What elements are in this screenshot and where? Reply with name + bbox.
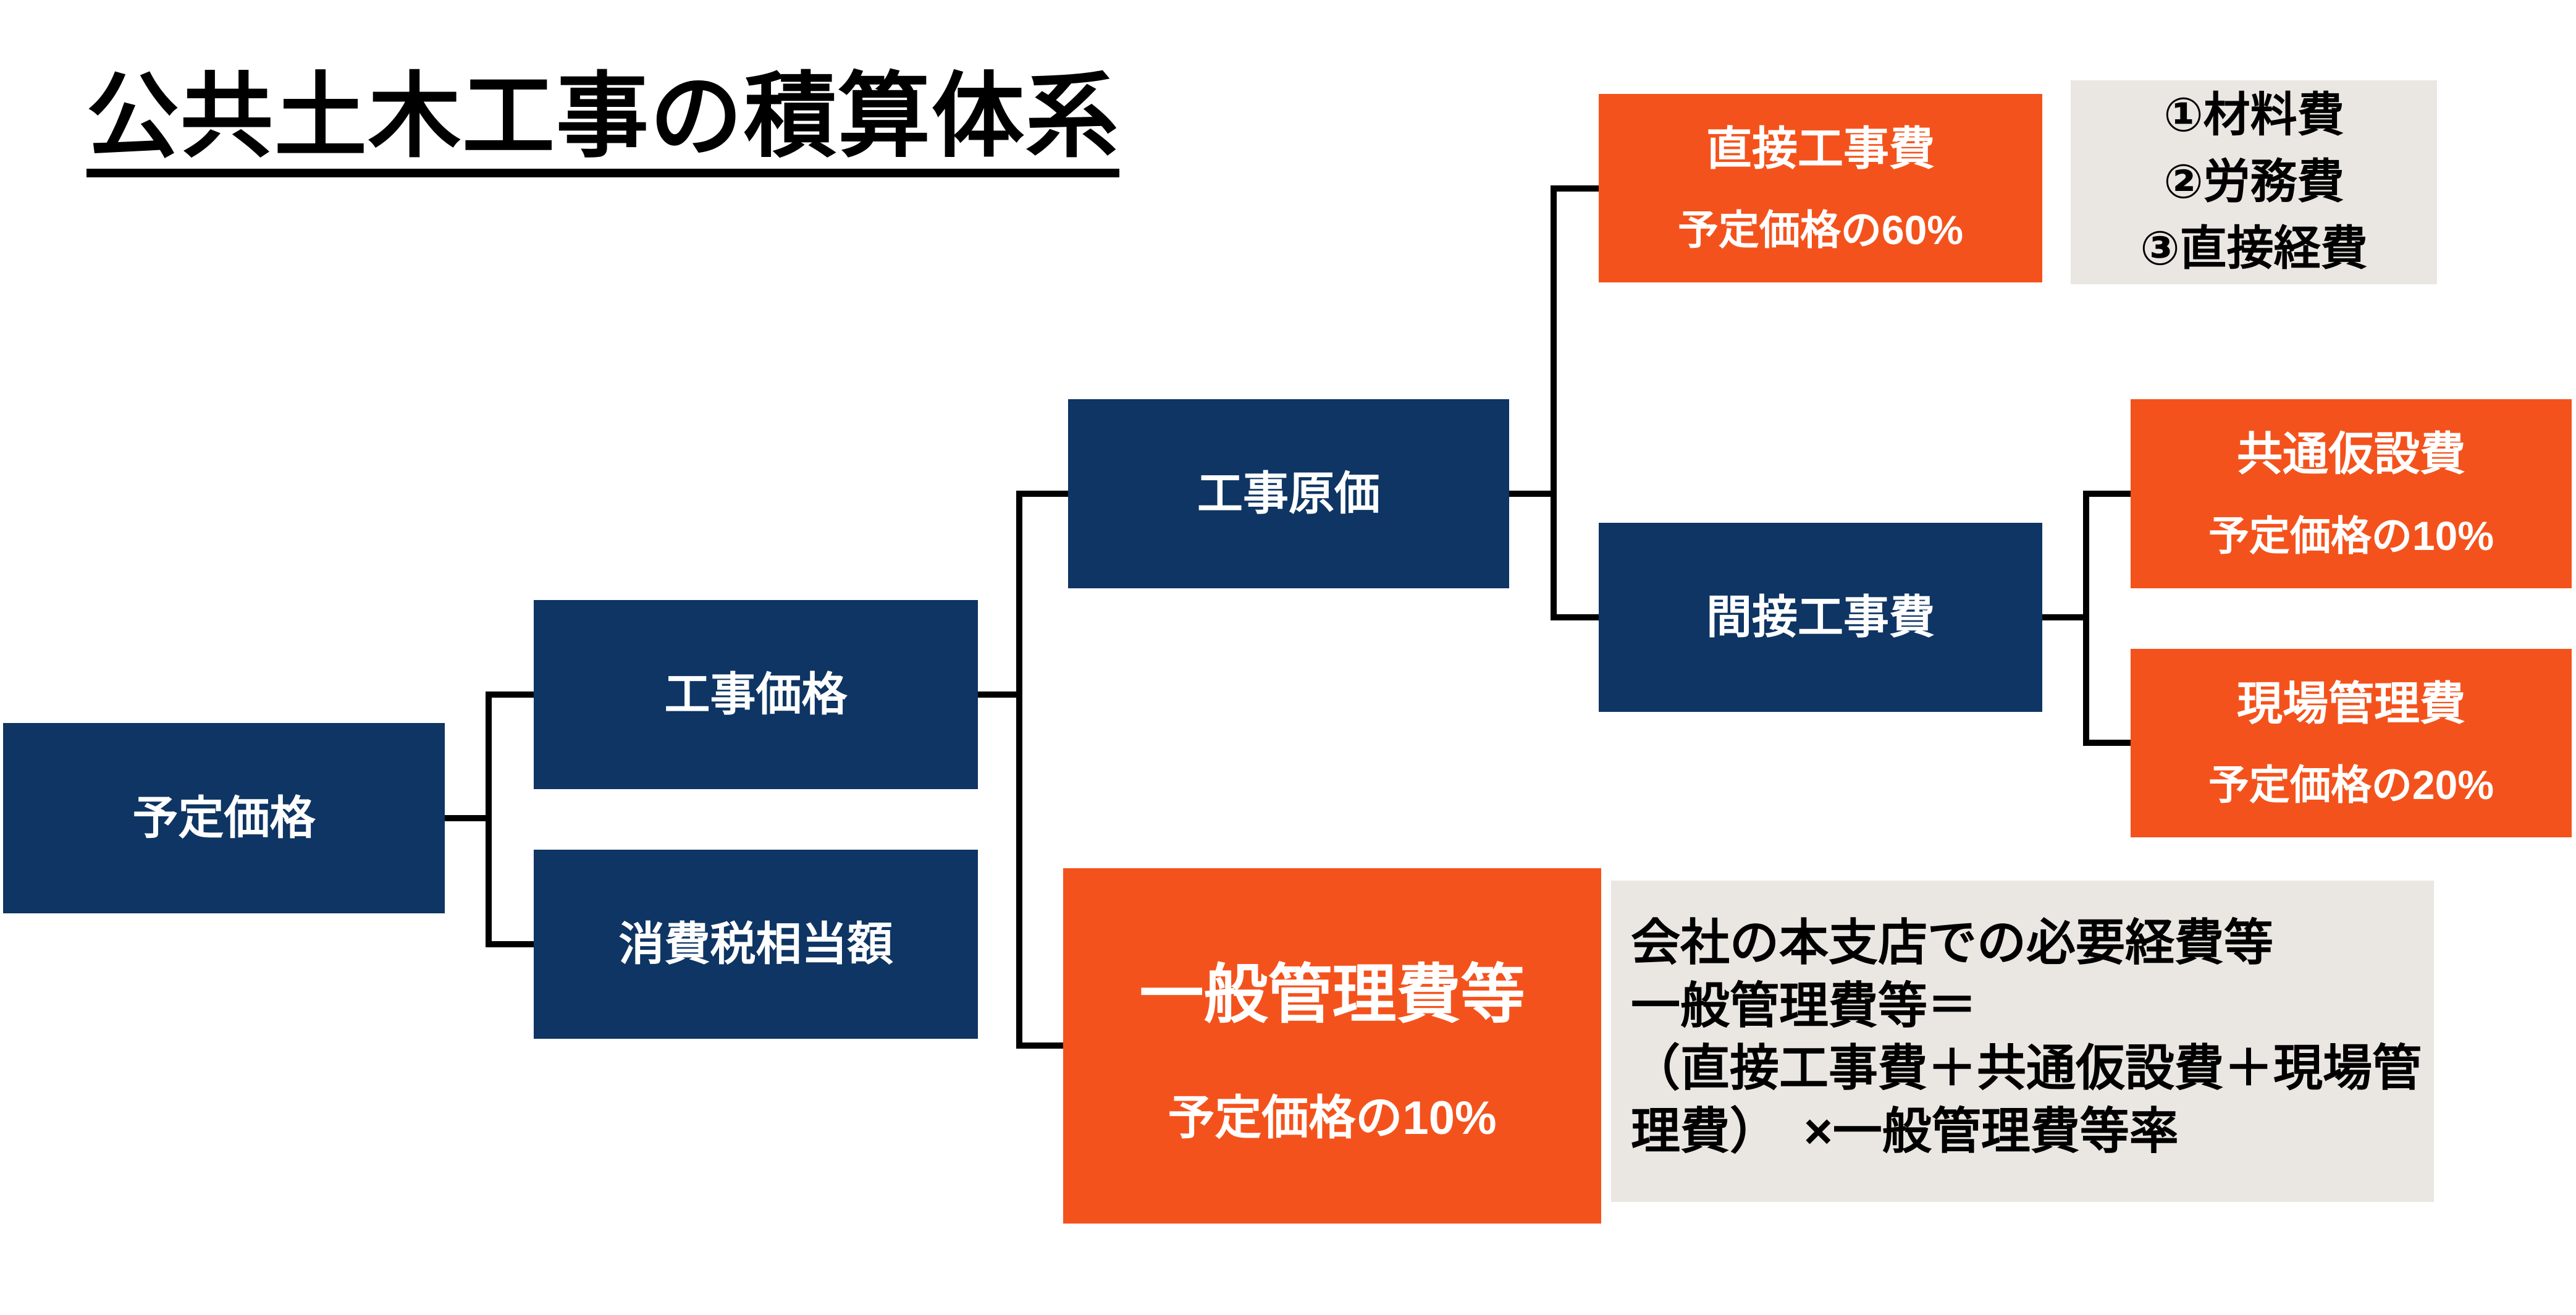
- node-consumption-tax-label: 消費税相当額: [618, 918, 893, 970]
- connector-a-arm-bottom: [486, 941, 534, 947]
- node-general-admin-cost-label: 一般管理費等: [1139, 959, 1525, 1031]
- node-general-admin-cost-ratio: 予定価格の10%: [1168, 1092, 1497, 1145]
- note-general-admin-explanation-line2: 一般管理費等＝: [1631, 978, 1977, 1033]
- connector-a-stub: [445, 815, 492, 821]
- node-construction-cost: 工事原価: [1068, 399, 1509, 588]
- connector-c-trunk: [1551, 185, 1557, 620]
- node-consumption-tax: 消費税相当額: [534, 850, 978, 1039]
- note-general-admin-explanation-line4: 理費） ×一般管理費等率: [1631, 1103, 2179, 1159]
- node-construction-price: 工事価格: [534, 600, 978, 789]
- node-indirect-construction-cost-label: 間接工事費: [1706, 591, 1935, 643]
- note-direct-cost-breakdown-line2: ②労務費: [2163, 156, 2344, 209]
- connector-d-stub: [2042, 614, 2089, 620]
- node-site-management-cost-ratio: 予定価格の20%: [2208, 762, 2494, 808]
- node-common-temporary-cost-label: 共通仮設費: [2237, 428, 2465, 480]
- connector-d-trunk: [2083, 491, 2089, 746]
- connector-a-trunk: [486, 691, 492, 947]
- node-common-temporary-cost: 共通仮設費 予定価格の10%: [2131, 399, 2572, 588]
- connector-c-arm-bottom: [1551, 614, 1599, 620]
- connector-c-stub: [1509, 491, 1557, 497]
- node-site-management-cost: 現場管理費 予定価格の20%: [2131, 649, 2572, 837]
- connector-d-arm-bottom: [2083, 740, 2131, 746]
- note-direct-cost-breakdown-line1: ①材料費: [2163, 89, 2344, 142]
- page-title: 公共土木工事の積算体系: [86, 69, 1120, 177]
- connector-b-trunk: [1016, 491, 1022, 1049]
- connector-b-arm-top: [1016, 491, 1068, 497]
- node-construction-price-label: 工事価格: [664, 669, 848, 721]
- connector-b-stub: [978, 691, 1022, 698]
- note-general-admin-explanation-line3: （直接工事費＋共通仮設費＋現場管: [1631, 1041, 2422, 1096]
- node-general-admin-cost: 一般管理費等 予定価格の10%: [1063, 868, 1601, 1224]
- note-direct-cost-breakdown-line3: ③直接経費: [2140, 222, 2368, 275]
- node-indirect-construction-cost: 間接工事費: [1599, 523, 2042, 712]
- connector-c-arm-top: [1551, 185, 1599, 192]
- note-direct-cost-breakdown: ①材料費 ②労務費 ③直接経費: [2071, 80, 2437, 284]
- node-planned-price: 予定価格: [3, 723, 445, 913]
- node-direct-construction-cost-label: 直接工事費: [1706, 123, 1935, 174]
- connector-a-arm-top: [486, 691, 534, 698]
- note-general-admin-explanation: 会社の本支店での必要経費等 一般管理費等＝ （直接工事費＋共通仮設費＋現場管 理…: [1611, 881, 2434, 1202]
- node-construction-cost-label: 工事原価: [1197, 468, 1380, 520]
- node-direct-construction-cost: 直接工事費 予定価格の60%: [1599, 94, 2042, 282]
- connector-b-arm-bottom: [1016, 1042, 1063, 1049]
- note-general-admin-explanation-line1: 会社の本支店での必要経費等: [1631, 915, 2273, 970]
- node-direct-construction-cost-ratio: 予定価格の60%: [1677, 207, 1964, 253]
- node-common-temporary-cost-ratio: 予定価格の10%: [2208, 513, 2494, 559]
- node-planned-price-label: 予定価格: [132, 792, 316, 844]
- node-site-management-cost-label: 現場管理費: [2237, 678, 2465, 729]
- connector-d-arm-top: [2083, 491, 2131, 497]
